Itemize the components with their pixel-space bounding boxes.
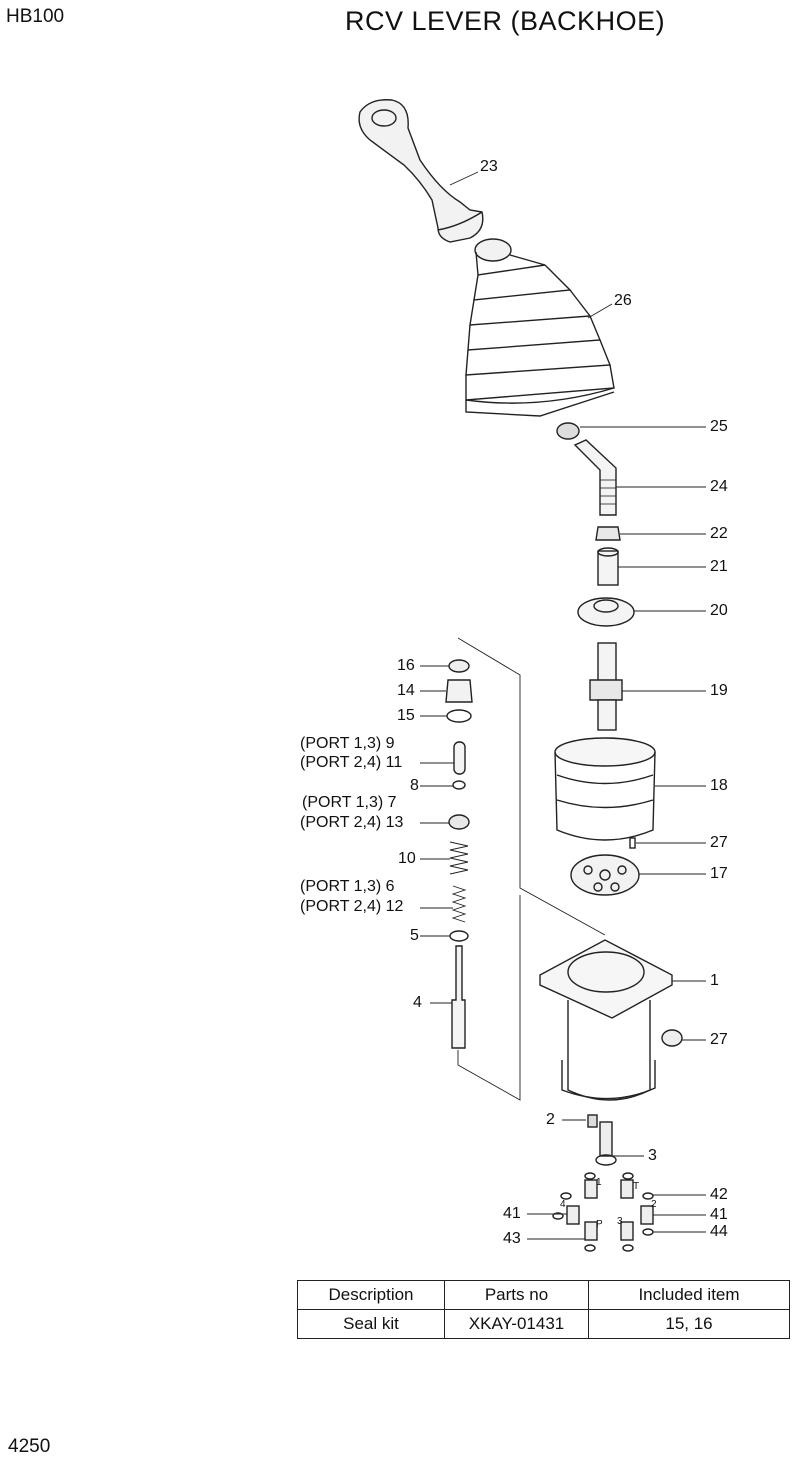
rubber-boot-part [465,238,615,417]
callout-17: 17 [710,865,728,882]
callout-6: (PORT 1,3) 6 [300,878,395,895]
callout-7: (PORT 1,3) 7 [302,794,397,811]
callout-8: 8 [410,777,419,794]
model-code: HB100 [6,6,65,27]
callout-3: 3 [648,1147,657,1164]
callout-9: (PORT 1,3) 9 [300,735,395,752]
cell-parts-no: XKAY-01431 [444,1309,589,1339]
callout-15: 15 [397,707,415,724]
callout-27-pin: 27 [710,834,728,851]
port-1-marker: 1 [596,1177,602,1188]
callout-2: 2 [546,1111,555,1128]
callout-21: 21 [710,558,728,575]
lever-grip-part [358,99,484,243]
callout-14: 14 [397,682,415,699]
callout-16: 16 [397,657,415,674]
callout-22: 22 [710,525,728,542]
callout-41-left: 41 [503,1205,521,1222]
callout-19: 19 [710,682,728,699]
callout-4: 4 [413,994,422,1011]
table-header-row: Description Parts no Included item [297,1280,790,1310]
header-parts-no: Parts no [444,1280,589,1310]
callout-18: 18 [710,777,728,794]
cell-included-item: 15, 16 [588,1309,790,1339]
callout-43: 43 [503,1230,521,1247]
callout-5: 5 [410,927,419,944]
callout-42: 42 [710,1186,728,1203]
callout-23: 23 [480,158,498,175]
table-row: Seal kit XKAY-01431 15, 16 [297,1309,790,1339]
callout-1: 1 [710,972,719,989]
page-number: 4250 [8,1436,51,1457]
callout-10: 10 [398,850,416,867]
callout-13: (PORT 2,4) 13 [300,814,404,831]
port-2-marker: 2 [651,1199,657,1210]
port-3-marker: 3 [617,1216,623,1227]
callout-27-plug: 27 [710,1031,728,1048]
page-title: RCV LEVER (BACKHOE) [345,6,666,36]
callout-12: (PORT 2,4) 12 [300,898,404,915]
seal-kit-table: Description Parts no Included item Seal … [297,1280,790,1339]
port-t-marker: T [633,1181,640,1192]
callout-11: (PORT 2,4) 11 [300,754,403,771]
callout-24: 24 [710,478,728,495]
callout-44: 44 [710,1223,728,1240]
header-included-item: Included item [588,1280,790,1310]
port-p-marker: P [596,1219,603,1230]
cell-description: Seal kit [297,1309,445,1339]
callout-26: 26 [614,292,632,309]
header-description: Description [297,1280,445,1310]
callout-25: 25 [710,418,728,435]
callout-20: 20 [710,602,728,619]
callout-41-right: 41 [710,1206,728,1223]
port-4-marker: 4 [560,1199,566,1210]
